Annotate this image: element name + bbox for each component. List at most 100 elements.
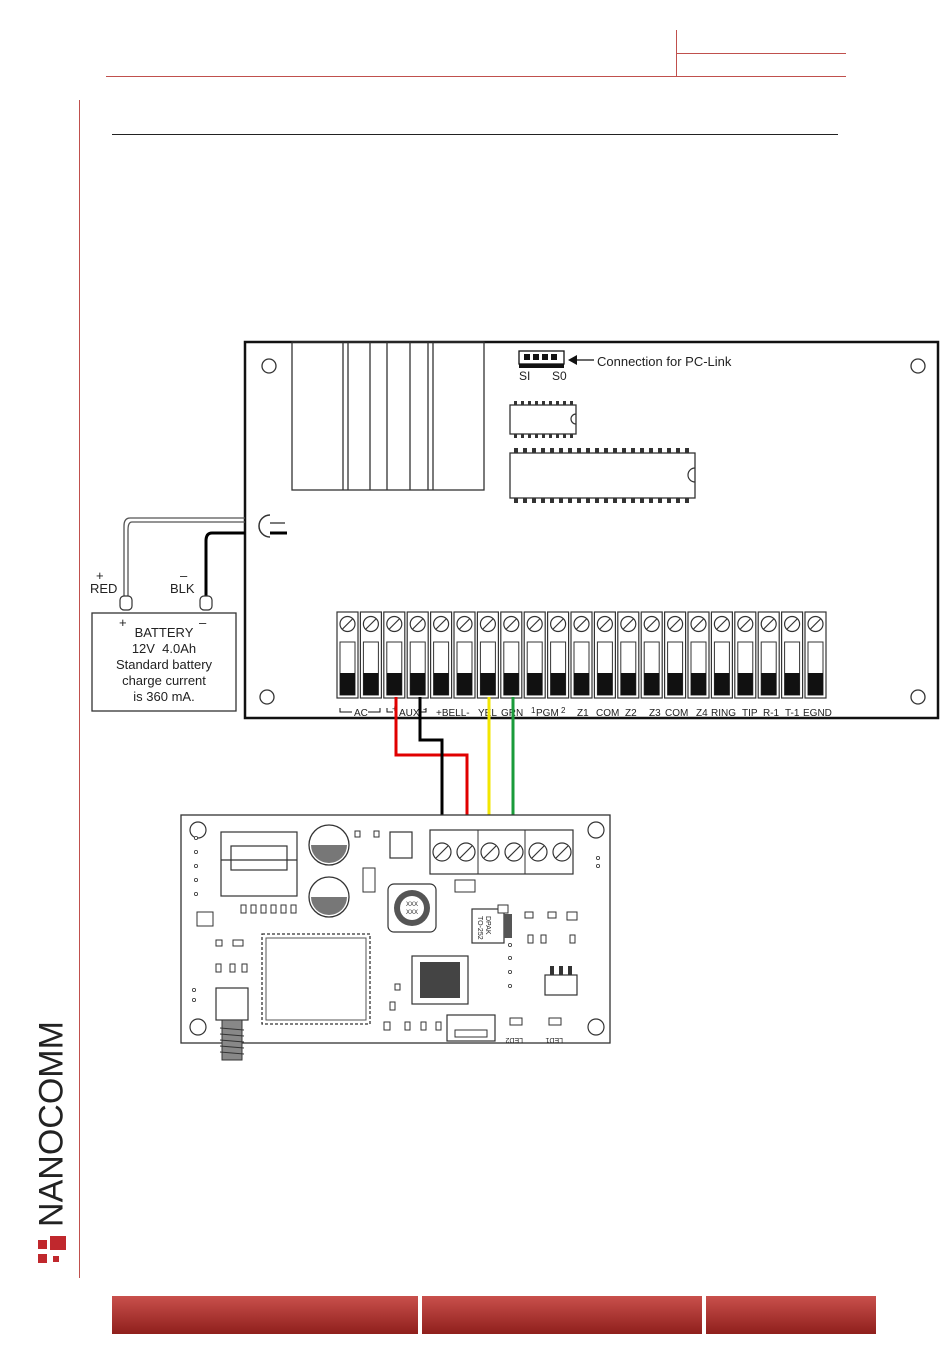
- module-terminal-block: [430, 830, 573, 874]
- pc-link-label: Connection for PC-Link: [597, 354, 732, 369]
- ic-pin: [550, 498, 554, 503]
- ic-pin: [685, 448, 689, 453]
- smd-part: [436, 1022, 441, 1030]
- ic-pin: [532, 498, 536, 503]
- via: [596, 864, 599, 867]
- ic-chip-large: [510, 448, 695, 503]
- smd-part: [216, 964, 221, 972]
- terminal-contact: [504, 673, 519, 695]
- terminal-contact: [551, 673, 566, 695]
- ic-pin: [521, 401, 524, 405]
- ic-pin: [595, 498, 599, 503]
- ic-pin: [667, 498, 671, 503]
- terminal-label-pgm2: 2: [561, 706, 566, 715]
- smd-part: [271, 905, 276, 913]
- terminal-label-com2: COM: [665, 708, 688, 719]
- terminal-contact: [714, 673, 729, 695]
- svg-text:TO-252: TO-252: [476, 916, 483, 940]
- terminal-contact: [597, 673, 612, 695]
- ic-pin: [523, 498, 527, 503]
- terminal-contact: [761, 673, 776, 695]
- smd-part: [241, 905, 246, 913]
- terminal-contact: [527, 673, 542, 695]
- led2: [510, 1018, 522, 1025]
- ic-pin: [604, 498, 608, 503]
- via: [508, 984, 511, 987]
- smd-part: [242, 964, 247, 972]
- ic-pin: [528, 434, 531, 438]
- terminal-label-z2: Z2: [625, 708, 637, 719]
- terminal-label-pgm: PGM: [536, 708, 559, 719]
- ic-pin: [640, 448, 644, 453]
- smd-part: [291, 905, 296, 913]
- terminal-contact: [574, 673, 589, 695]
- ic-pin: [622, 448, 626, 453]
- smd-part: [363, 868, 375, 892]
- ic-pin: [595, 448, 599, 453]
- smd-part: [570, 935, 575, 943]
- svg-text:XXX: XXX: [406, 902, 418, 908]
- battery-line-1: BATTERY: [135, 625, 194, 640]
- terminal-contact: [457, 673, 472, 695]
- svg-text:DPAK: DPAK: [484, 916, 491, 935]
- ic-pin: [676, 498, 680, 503]
- ic-pin: [649, 448, 653, 453]
- terminal-label-com1: COM: [596, 708, 619, 719]
- ic-pin: [514, 498, 518, 503]
- ic-pin: [514, 434, 517, 438]
- terminal-contact: [387, 673, 402, 695]
- ic-pin: [658, 448, 662, 453]
- ic-pin: [667, 448, 671, 453]
- terminal-contact: [621, 673, 636, 695]
- battery-clip-minus: [200, 596, 212, 610]
- terminal-contact: [363, 673, 378, 695]
- terminal-contact: [480, 673, 495, 695]
- battery-line-5: is 360 mA.: [133, 689, 194, 704]
- ic-pin: [577, 498, 581, 503]
- ic-pin: [563, 434, 566, 438]
- battery-terminal-minus: –: [199, 615, 207, 630]
- terminal-block: [337, 612, 826, 698]
- inductor-coil: XXX XXX: [388, 884, 436, 932]
- smd-part: [251, 905, 256, 913]
- ic-pin: [514, 401, 517, 405]
- terminal-contact: [808, 673, 823, 695]
- terminal-label-z3: Z3: [649, 708, 661, 719]
- via: [194, 892, 197, 895]
- ic-pin: [542, 434, 545, 438]
- via: [508, 970, 511, 973]
- smd-part: [548, 912, 556, 918]
- smd-part: [528, 935, 533, 943]
- ic-pin: [613, 498, 617, 503]
- ic-pin: [528, 401, 531, 405]
- ic-pin: [541, 498, 545, 503]
- terminal-label-t1: T-1: [785, 708, 800, 719]
- via: [194, 878, 197, 881]
- battery-wire-black: [206, 533, 245, 596]
- program-header: [447, 1015, 495, 1041]
- smd-part: [233, 940, 243, 946]
- smd-part: [261, 905, 266, 913]
- ic-pin: [658, 498, 662, 503]
- capacitor: [309, 825, 349, 865]
- ic-pin: [523, 448, 527, 453]
- battery-line-3: Standard battery: [116, 657, 213, 672]
- smd-part: [421, 1022, 426, 1030]
- ic-chip-small: [510, 401, 576, 438]
- via: [194, 836, 197, 839]
- ic-pin: [570, 434, 573, 438]
- led2-label: LED2: [505, 1036, 523, 1043]
- ic-pin: [640, 498, 644, 503]
- via: [508, 956, 511, 959]
- ic-pin: [521, 434, 524, 438]
- via: [194, 864, 197, 867]
- ic-pin: [514, 448, 518, 453]
- ic-pin: [542, 401, 545, 405]
- ic-pin: [586, 448, 590, 453]
- via: [596, 856, 599, 859]
- ic-pin: [568, 448, 572, 453]
- terminal-label-z4: Z4: [696, 708, 708, 719]
- pc-link-header: [519, 351, 564, 368]
- smd-part: [498, 905, 508, 913]
- terminal-label-r1: R-1: [763, 708, 780, 719]
